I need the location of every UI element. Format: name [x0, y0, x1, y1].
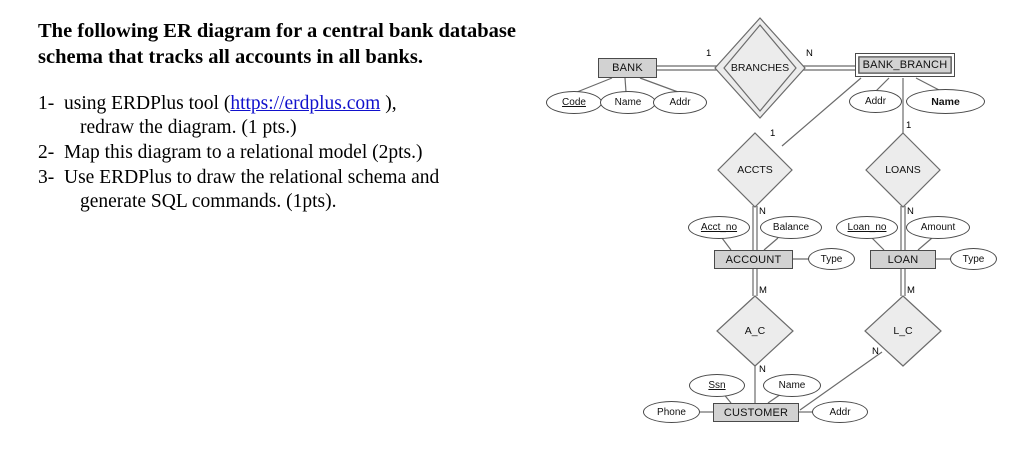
attribute-ssn[interactable]: Ssn — [689, 374, 745, 397]
attribute-acct-no[interactable]: Acct_no — [688, 216, 750, 239]
attribute-amount-label: Amount — [920, 222, 956, 233]
attribute-phone[interactable]: Phone — [643, 401, 700, 423]
task-number: 1- — [38, 93, 55, 114]
task-text-after-link: ), — [380, 93, 397, 114]
line-bank-addr — [639, 77, 679, 93]
relationship-l-c-label: L_C — [893, 325, 913, 337]
attribute-branch-name-label: Name — [931, 95, 960, 108]
entity-bank[interactable]: BANK — [598, 58, 657, 78]
cardinality-branches-bankbranch: N — [806, 48, 813, 59]
line-bank-code — [576, 77, 613, 93]
entity-account[interactable]: ACCOUNT — [714, 250, 793, 269]
cardinality-bankbranch-accts: 1 — [770, 128, 776, 139]
cardinality-loans-loan: N — [907, 206, 914, 217]
diamond-ac — [716, 295, 794, 367]
entity-loan-label: LOAN — [887, 253, 919, 266]
cardinality-bankbranch-loans: 1 — [906, 120, 912, 131]
line-branch-addr — [875, 77, 890, 92]
task-text-before-link: using ERDPlus tool ( — [64, 93, 231, 114]
relationship-branches-label: BRANCHES — [730, 62, 790, 74]
cardinality-account-ac: M — [759, 285, 767, 296]
attribute-acct-no-label: Acct_no — [700, 222, 738, 233]
diamond-accts — [717, 132, 793, 208]
line-bank-name — [624, 77, 627, 93]
attribute-customer-addr[interactable]: Addr — [812, 401, 868, 423]
entity-bank-branch-label: BANK_BRANCH — [862, 59, 948, 71]
relationship-l-c[interactable]: L_C — [865, 296, 941, 366]
attribute-bank-addr-label: Addr — [669, 97, 691, 108]
cardinality-ac-customer: N — [759, 364, 766, 375]
task-text-line1: Use ERDPlus to draw the relational schem… — [64, 167, 440, 188]
attribute-loan-type[interactable]: Type — [950, 248, 997, 270]
attribute-loan-type-label: Type — [962, 253, 985, 265]
attribute-customer-name-label: Name — [778, 380, 806, 391]
attribute-balance[interactable]: Balance — [760, 216, 822, 239]
task-number: 3- — [38, 167, 55, 188]
attribute-account-type[interactable]: Type — [808, 248, 855, 270]
entity-bank-label: BANK — [612, 62, 643, 74]
cardinality-loan-lc: M — [907, 285, 915, 296]
diamond-branches-inner — [723, 24, 797, 112]
assignment-text-block: The following ER diagram for a central b… — [38, 18, 548, 215]
erdplus-link[interactable]: https://erdplus.com — [230, 93, 381, 114]
relationship-a-c-label: A_C — [744, 325, 766, 337]
task-item-3: 3- Use ERDPlus to draw the relational sc… — [38, 166, 548, 214]
entity-customer[interactable]: CUSTOMER — [713, 403, 799, 422]
attribute-bank-name[interactable]: Name — [600, 91, 656, 114]
line-lc-customer — [799, 351, 883, 411]
task-text-line2: redraw the diagram. (1 pts.) — [80, 117, 297, 138]
attribute-account-type-label: Type — [820, 253, 843, 265]
relationship-accts[interactable]: ACCTS — [718, 133, 792, 207]
task-item-1: 1- using ERDPlus tool (https://erdplus.c… — [38, 92, 548, 140]
entity-customer-label: CUSTOMER — [723, 406, 789, 419]
task-text-line2: generate SQL commands. (1pts). — [80, 191, 337, 212]
attribute-bank-name-label: Name — [614, 97, 642, 108]
attribute-bank-addr[interactable]: Addr — [653, 91, 707, 114]
attribute-loan-no-label: Loan_no — [847, 222, 887, 233]
relationship-accts-label: ACCTS — [737, 164, 773, 176]
entity-account-label: ACCOUNT — [725, 253, 782, 266]
attribute-bank-code-label: Code — [562, 97, 586, 108]
cardinality-bank-branches: 1 — [706, 48, 712, 59]
line-account-acctno — [721, 237, 732, 251]
attribute-customer-name[interactable]: Name — [763, 374, 821, 397]
line-account-balance — [763, 237, 779, 251]
attribute-amount[interactable]: Amount — [906, 216, 970, 239]
relationship-loans-label: LOANS — [885, 164, 921, 176]
task-number: 2- — [38, 142, 55, 163]
relationship-a-c[interactable]: A_C — [717, 296, 793, 366]
diamond-loans — [865, 132, 941, 208]
attribute-branch-name[interactable]: Name — [906, 89, 985, 114]
attribute-branch-addr[interactable]: Addr — [849, 90, 902, 113]
attribute-bank-code[interactable]: Code — [546, 91, 602, 114]
line-loan-amount — [917, 237, 933, 251]
task-text: Use ERDPlus to draw the relational schem… — [64, 166, 548, 214]
attribute-phone-label: Phone — [657, 406, 686, 418]
attribute-balance-label: Balance — [772, 222, 810, 233]
attribute-customer-addr-label: Addr — [829, 406, 851, 418]
diamond-lc — [864, 295, 942, 367]
relationship-loans[interactable]: LOANS — [866, 133, 940, 207]
line-loan-loanno — [871, 237, 885, 251]
task-text: using ERDPlus tool (https://erdplus.com … — [64, 92, 548, 140]
entity-bank-branch[interactable]: BANK_BRANCH — [855, 53, 955, 77]
line-bankbranch-accts — [781, 77, 862, 147]
entity-loan[interactable]: LOAN — [870, 250, 936, 269]
relationship-branches[interactable]: BRANCHES — [715, 18, 805, 118]
cardinality-lc-customer: N — [872, 346, 879, 357]
attribute-ssn-label: Ssn — [708, 380, 726, 391]
attribute-loan-no[interactable]: Loan_no — [836, 216, 898, 239]
cardinality-accts-account: N — [759, 206, 766, 217]
page-title: The following ER diagram for a central b… — [38, 20, 516, 68]
attribute-branch-addr-label: Addr — [864, 96, 887, 107]
task-text: Map this diagram to a relational model (… — [64, 142, 423, 163]
task-item-2: 2- Map this diagram to a relational mode… — [38, 141, 548, 165]
